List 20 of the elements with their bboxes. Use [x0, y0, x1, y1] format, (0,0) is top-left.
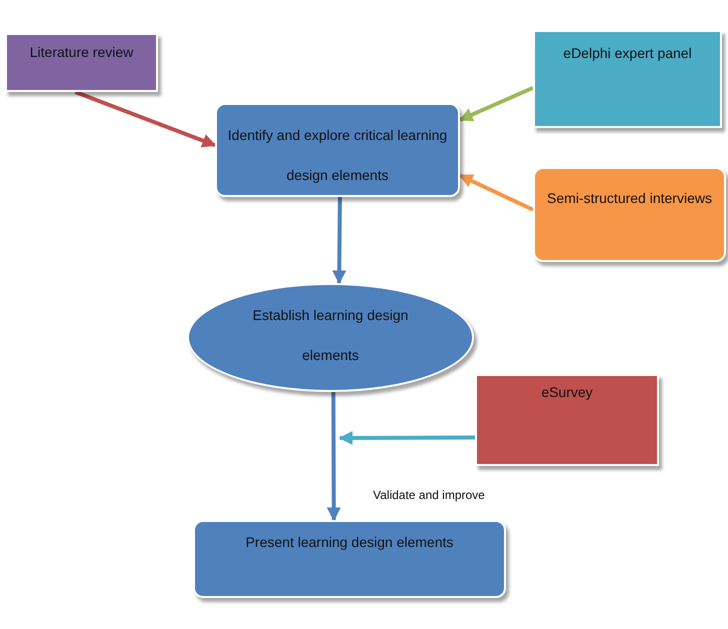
process-box: [215, 103, 460, 197]
process-box: [5, 33, 158, 92]
process-box: [533, 30, 722, 128]
node-text: eSurvey: [540, 383, 594, 402]
node-text: Establish learning design elements: [252, 306, 410, 365]
node-text: Semi-structured interviews: [546, 189, 713, 208]
arrow: [332, 196, 346, 284]
node-text: eDelphi expert panel: [562, 44, 693, 62]
node-text: Literature review: [28, 43, 134, 61]
arrow: [74, 90, 216, 148]
arrow: [338, 430, 475, 445]
edge-label: Validate and improve: [373, 488, 485, 502]
arrow: [326, 392, 341, 522]
node-text: Identify and explore critical learning design elements: [226, 126, 448, 185]
process-box: [193, 520, 506, 598]
arrow: [458, 86, 534, 122]
process-box: [533, 167, 726, 262]
arrow: [458, 174, 534, 212]
process-box: [475, 374, 659, 466]
node-text: Present learning design elements: [244, 533, 454, 552]
